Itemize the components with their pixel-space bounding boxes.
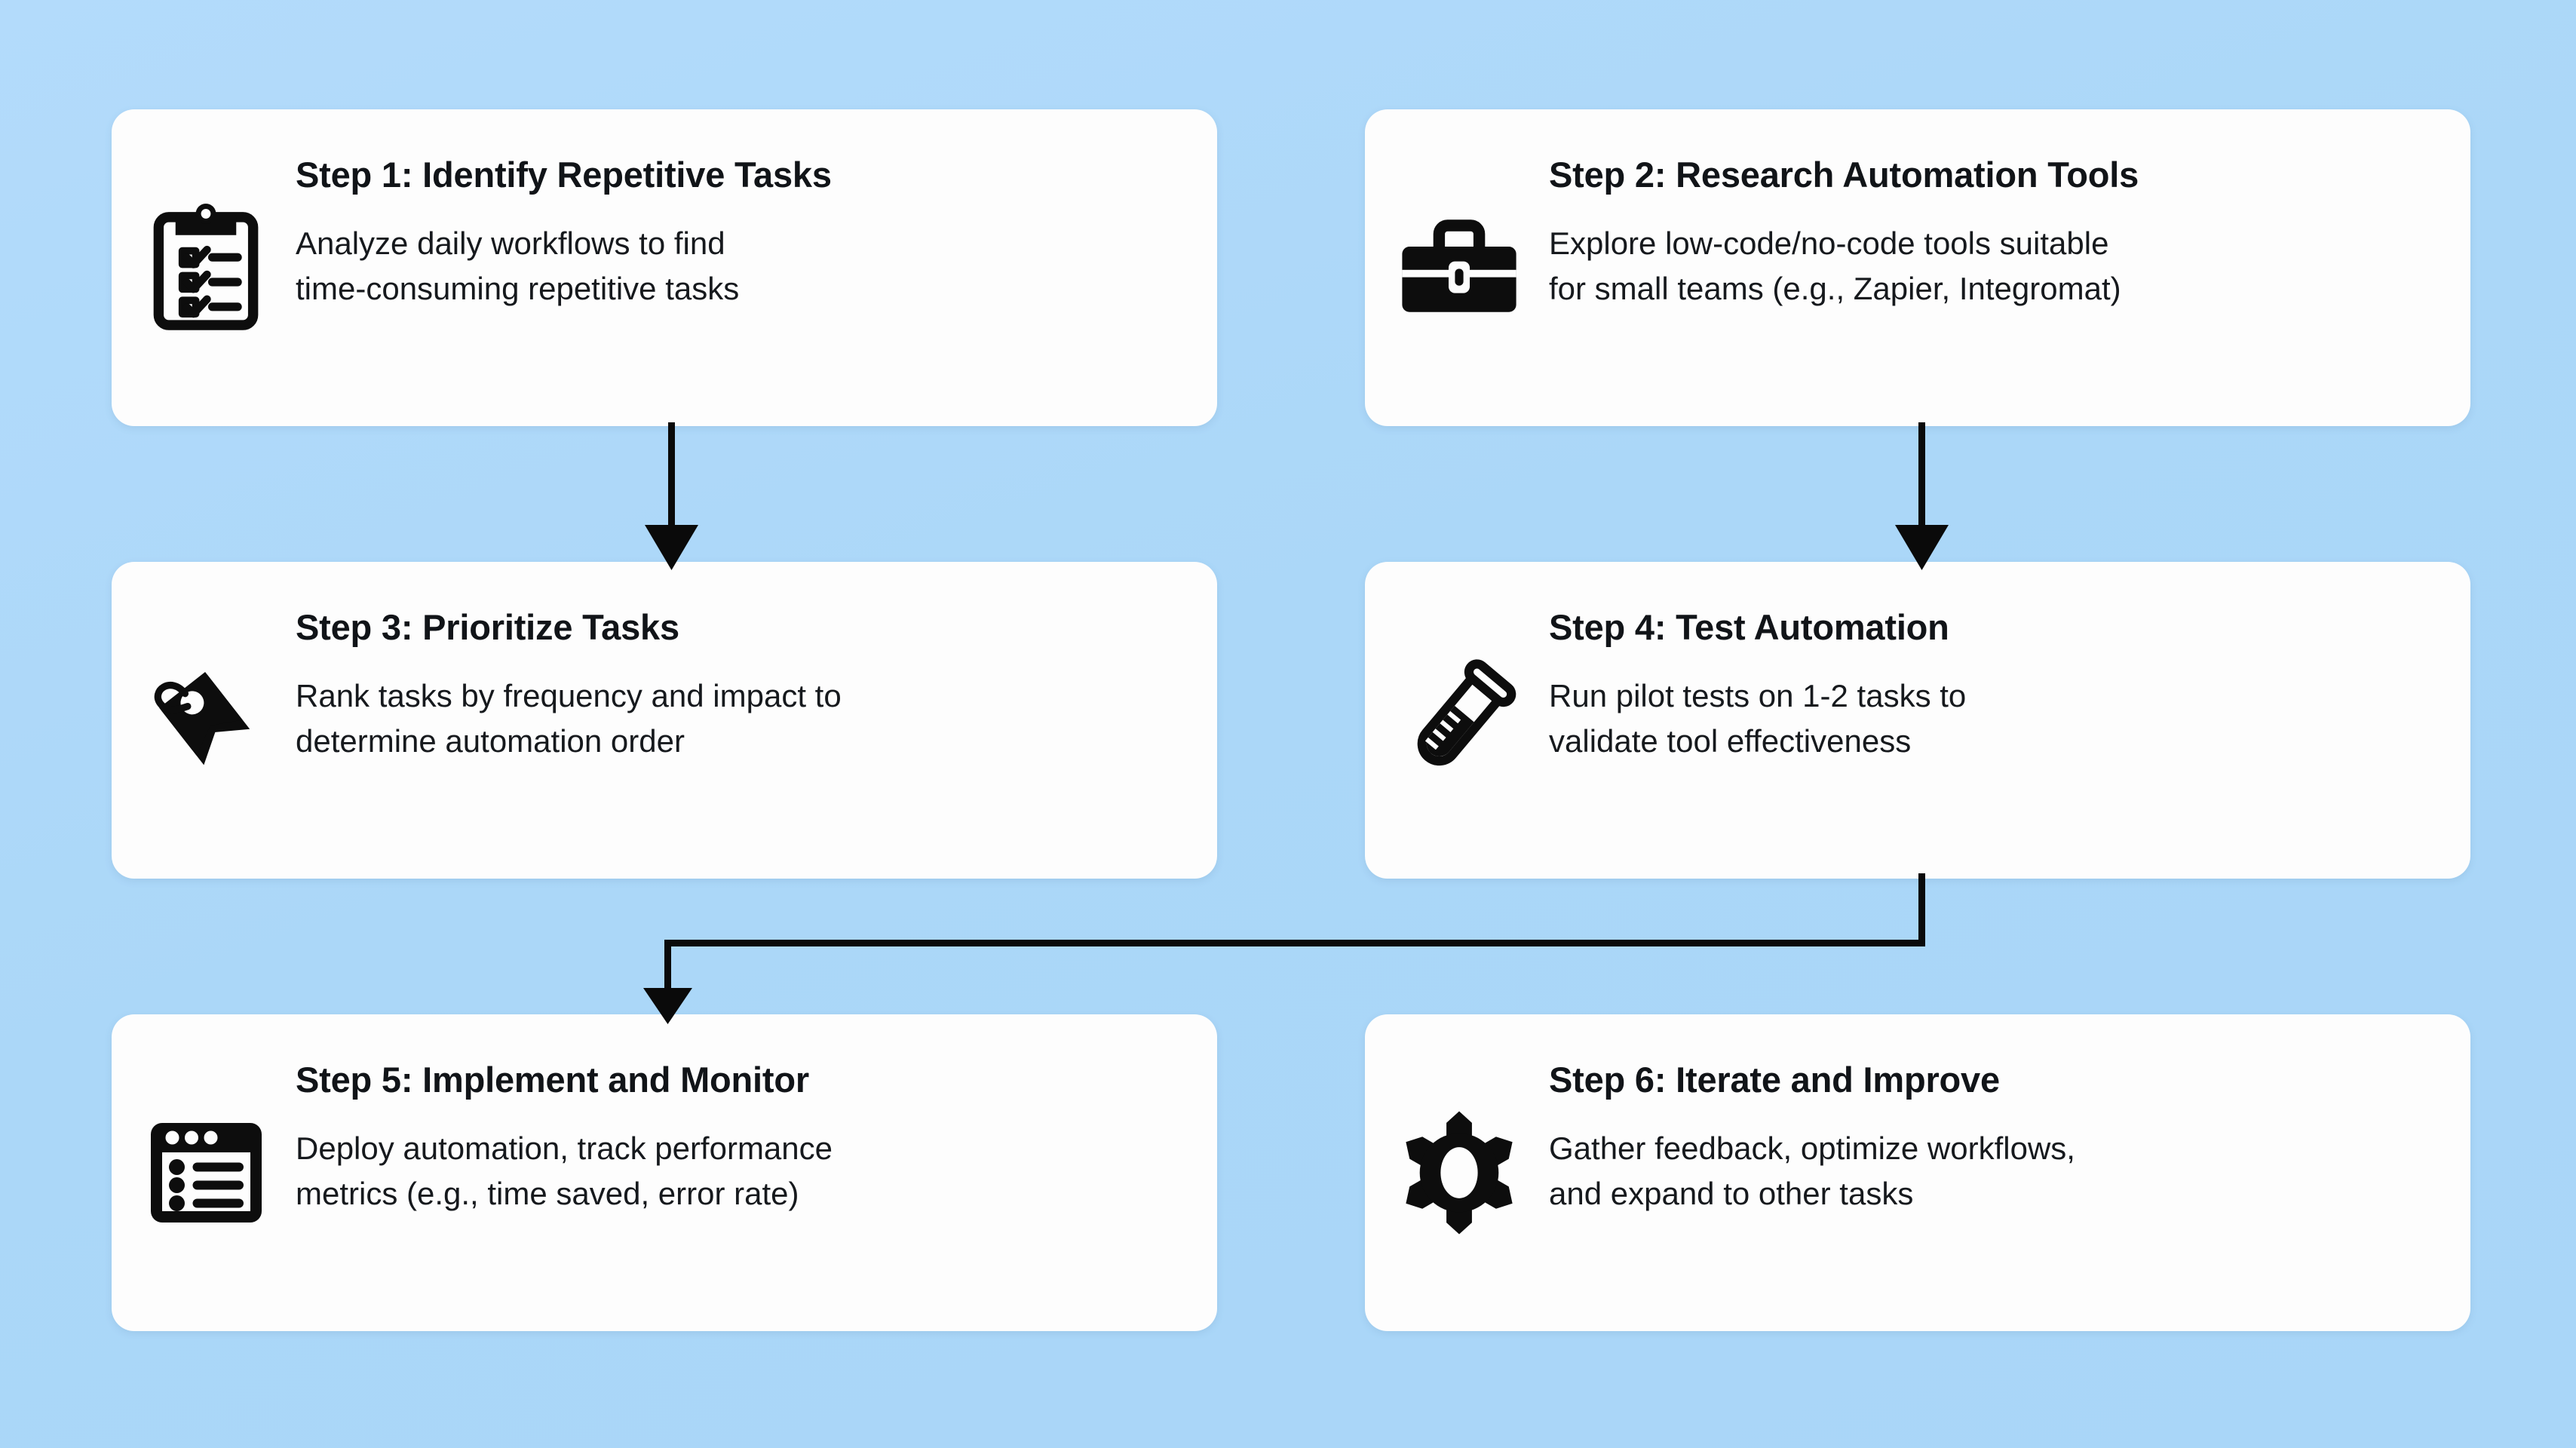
- step-card-5[interactable]: Step 5: Implement and Monitor Deploy aut…: [112, 1014, 1217, 1331]
- step-description-line: Gather feedback, optimize workflows,: [1549, 1130, 2075, 1167]
- step-card-2[interactable]: Step 2: Research Automation Tools Explor…: [1365, 109, 2470, 426]
- step-description-line: validate tool effectiveness: [1549, 722, 1912, 759]
- step-description: Analyze daily workflows to find time-con…: [296, 221, 1176, 311]
- step-card-1[interactable]: Step 1: Identify Repetitive Tasks Analyz…: [112, 109, 1217, 426]
- step-description: Gather feedback, optimize workflows, and…: [1549, 1126, 2429, 1216]
- step-description: Deploy automation, track performance met…: [296, 1126, 1176, 1216]
- step-card-body: Step 4: Test Automation Run pilot tests …: [1531, 562, 2470, 763]
- step-title: Step 5: Implement and Monitor: [296, 1060, 809, 1100]
- step-card-body: Step 2: Research Automation Tools Explor…: [1531, 109, 2470, 311]
- step-description-line: Deploy automation, track performance: [296, 1130, 833, 1167]
- test-tube-icon: [1365, 562, 1531, 879]
- clipboard-checklist-icon: [112, 109, 278, 426]
- browser-window-list-icon: [112, 1014, 278, 1331]
- step-description-line: for small teams (e.g., Zapier, Integroma…: [1549, 270, 2121, 306]
- step-card-3[interactable]: Step 3: Prioritize Tasks Rank tasks by f…: [112, 562, 1217, 879]
- connector-step4-to-step5: [643, 873, 1925, 1024]
- step-title: Step 4: Test Automation: [1549, 607, 1949, 647]
- step-description: Explore low-code/no-code tools suitable …: [1549, 221, 2455, 311]
- step-description-line: and expand to other tasks: [1549, 1175, 1914, 1211]
- step-description-line: metrics (e.g., time saved, error rate): [296, 1175, 799, 1211]
- gear-icon: [1365, 1014, 1531, 1331]
- step-card-body: Step 5: Implement and Monitor Deploy aut…: [278, 1014, 1217, 1216]
- connector-step1-to-step3: [645, 422, 698, 570]
- step-card-body: Step 6: Iterate and Improve Gather feedb…: [1531, 1014, 2470, 1216]
- step-description: Run pilot tests on 1-2 tasks to validate…: [1549, 673, 2429, 763]
- step-title: Step 2: Research Automation Tools: [1549, 155, 2139, 195]
- step-card-6[interactable]: Step 6: Iterate and Improve Gather feedb…: [1365, 1014, 2470, 1331]
- step-card-body: Step 1: Identify Repetitive Tasks Analyz…: [278, 109, 1217, 311]
- step-description-line: determine automation order: [296, 722, 685, 759]
- step-description-line: Analyze daily workflows to find: [296, 225, 725, 262]
- connector-step2-to-step4: [1895, 422, 1949, 570]
- step-title: Step 3: Prioritize Tasks: [296, 607, 679, 647]
- step-description-line: Run pilot tests on 1-2 tasks to: [1549, 678, 1967, 714]
- step-title: Step 1: Identify Repetitive Tasks: [296, 155, 832, 195]
- step-description-line: time-consuming repetitive tasks: [296, 270, 740, 306]
- step-card-4[interactable]: Step 4: Test Automation Run pilot tests …: [1365, 562, 2470, 879]
- step-description-line: Rank tasks by frequency and impact to: [296, 678, 842, 714]
- tag-icon: [112, 562, 278, 879]
- step-title: Step 6: Iterate and Improve: [1549, 1060, 2000, 1100]
- briefcase-icon: [1365, 109, 1531, 426]
- step-description: Rank tasks by frequency and impact to de…: [296, 673, 1176, 763]
- step-card-body: Step 3: Prioritize Tasks Rank tasks by f…: [278, 562, 1217, 763]
- step-description-line: Explore low-code/no-code tools suitable: [1549, 225, 2109, 262]
